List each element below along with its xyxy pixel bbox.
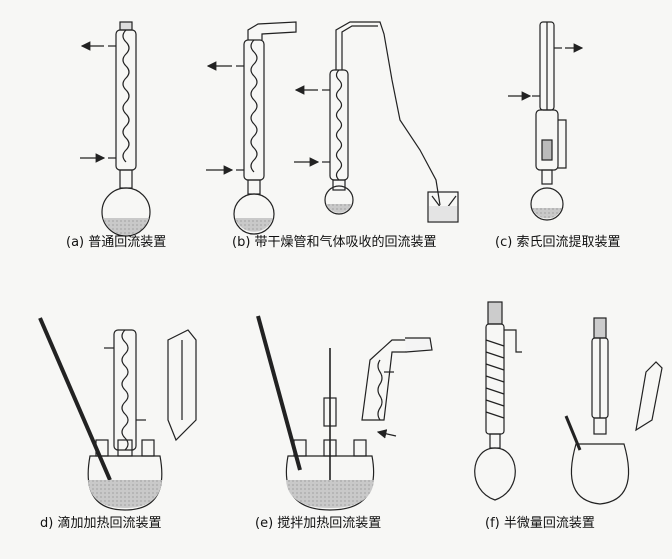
apparatus-d (38, 317, 197, 511)
condenser-jacket-left (243, 39, 265, 181)
round-bottom-flask (101, 187, 151, 237)
apparatus-f (474, 301, 663, 505)
condenser-e (361, 339, 416, 421)
round-bottom-flask-b2 (324, 185, 354, 215)
gas-tube (335, 21, 441, 206)
caption-e: (e) 搅拌加热回流装置 (255, 515, 381, 531)
apparatus-b (206, 21, 459, 235)
thermometer-e (256, 315, 302, 471)
round-bottom-flask-b1 (233, 193, 275, 235)
thermometer (38, 317, 112, 481)
dropping-funnel-f (635, 361, 663, 432)
apparatus-c (508, 21, 584, 221)
caption-d: d) 滴加加热回流装置 (40, 515, 161, 531)
pear-flask (474, 447, 516, 501)
dropping-funnel (167, 329, 197, 442)
absorption-beaker (427, 191, 459, 223)
stopper-f (487, 301, 503, 325)
caption-c: (c) 索氏回流提取装置 (495, 234, 620, 250)
apparatus-a (80, 21, 151, 237)
three-neck-flask-f (570, 443, 630, 505)
caption-f: (f) 半微量回流装置 (485, 516, 595, 531)
caption-a: (a) 普通回流装置 (66, 235, 166, 250)
caption-b: (b) 带干燥管和气体吸收的回流装置 (232, 234, 437, 250)
round-bottom-flask-c (530, 187, 564, 221)
apparatus-e (256, 315, 433, 511)
condenser-coil (122, 29, 130, 163)
condenser-jacket (115, 29, 137, 171)
drying-tube (247, 21, 297, 40)
condenser-jacket-right (329, 69, 349, 181)
